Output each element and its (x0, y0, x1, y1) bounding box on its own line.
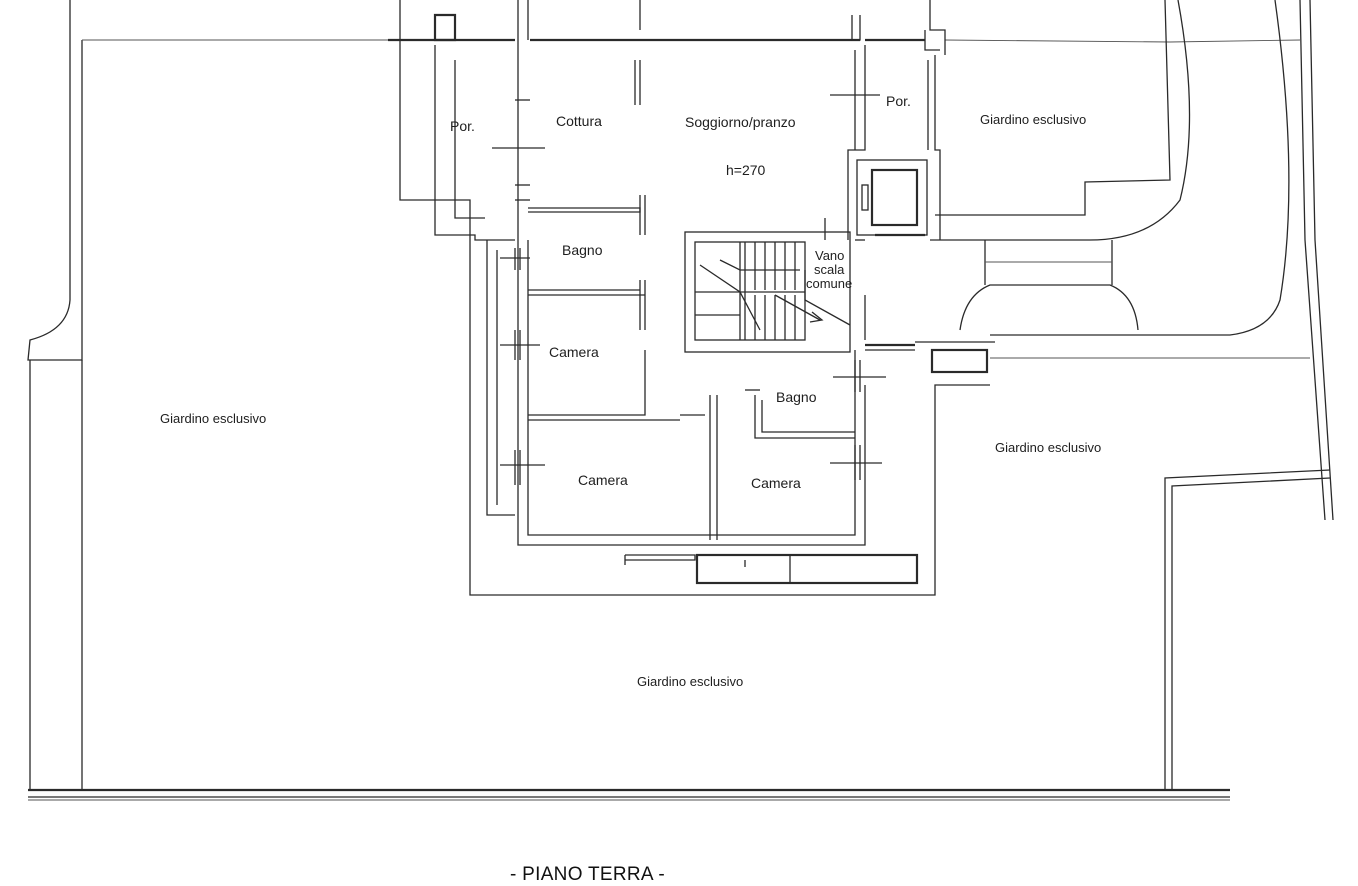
label-bagno-2: Bagno (776, 389, 817, 405)
label-cottura: Cottura (556, 113, 602, 129)
label-giardino-top-right: Giardino esclusivo (980, 112, 1086, 127)
label-height-note: h=270 (726, 162, 766, 178)
building-walls (388, 0, 995, 596)
door-markers (492, 94, 886, 485)
label-giardino-right: Giardino esclusivo (995, 440, 1101, 455)
label-vano-line1: Vano (815, 248, 844, 263)
garden-boundaries (27, 0, 1334, 801)
label-soggiorno: Soggiorno/pranzo (685, 114, 796, 130)
staircase (684, 159, 928, 353)
label-camera-3: Camera (751, 475, 801, 491)
label-vano-line2: scala (814, 262, 845, 277)
label-giardino-left: Giardino esclusivo (160, 411, 266, 426)
label-bagno-1: Bagno (562, 242, 603, 258)
plan-title: - PIANO TERRA - (509, 864, 666, 885)
label-portico-left: Por. (450, 118, 475, 134)
label-camera-1: Camera (549, 344, 599, 360)
label-portico-right: Por. (886, 93, 911, 109)
label-vano-line3: comune (806, 276, 852, 291)
label-camera-2: Camera (578, 472, 628, 488)
label-giardino-bottom: Giardino esclusivo (637, 674, 743, 689)
